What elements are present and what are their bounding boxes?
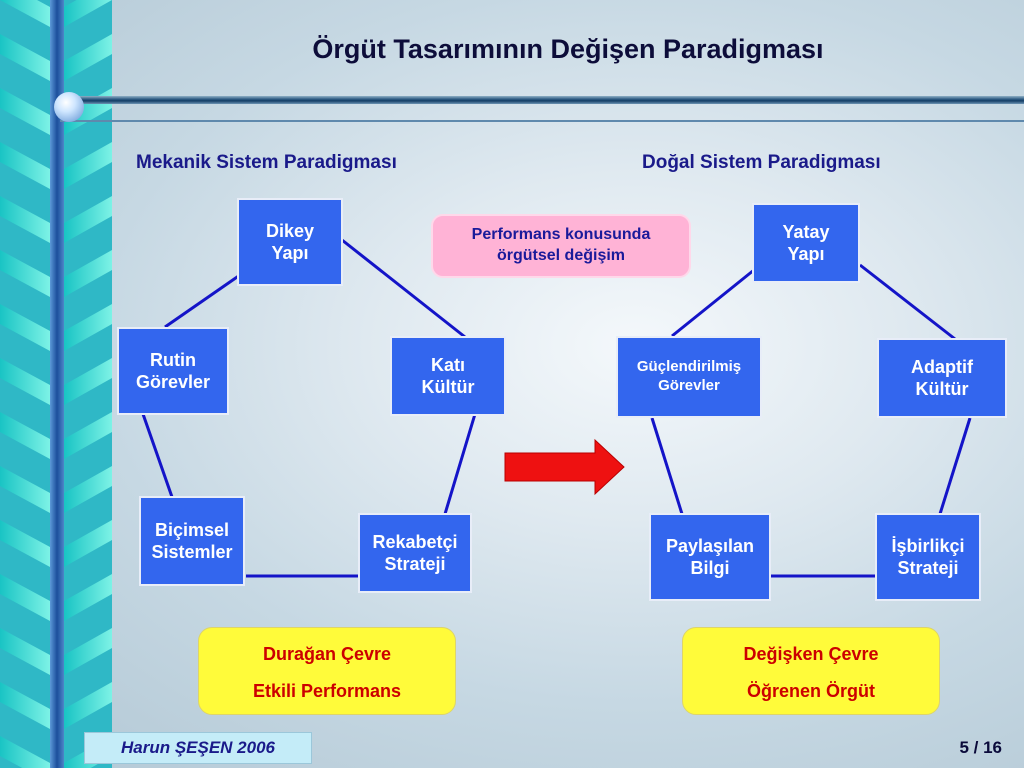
page-number: 5 / 16 <box>959 738 1002 757</box>
box-kati-kultur: Katı Kültür <box>390 336 506 416</box>
title-divider <box>60 96 1024 104</box>
box-paylasilan-bilgi: Paylaşılan Bilgi <box>649 513 771 601</box>
oval-line: Etkili Performans <box>252 681 402 701</box>
strip-chevron <box>64 34 112 81</box>
strip-chevron <box>64 250 112 297</box>
strip-chevron <box>64 466 112 513</box>
box-line: Yapı <box>271 243 309 263</box>
box-rekabetci-strateji: Rekabetçi Strateji <box>358 513 472 593</box>
box-line: Paylaşılan <box>665 535 755 556</box>
box-bicimsel-sistemler: Biçimsel Sistemler <box>139 496 245 586</box>
box-line: Adaptif <box>911 356 973 377</box>
strip-chevron <box>0 304 50 351</box>
strip-chevron <box>64 0 112 27</box>
connector-line <box>164 273 241 329</box>
strip-chevron <box>0 88 50 135</box>
strip-chevron <box>0 466 50 513</box>
strip-chevron <box>0 142 50 189</box>
box-line: Güçlendirilmiş <box>636 358 742 376</box>
box-line: Strateji <box>384 554 446 574</box>
connector-line <box>141 413 174 498</box>
strip-chevron <box>64 574 112 621</box>
strip-chevron <box>0 574 50 621</box>
strip-chevron <box>64 682 112 729</box>
box-line: Yatay <box>782 221 830 242</box>
box-line: Görevler <box>658 377 720 394</box>
box-line: Kültür <box>421 377 475 397</box>
box-isbirlikci-strateji: İşbirlikçi Strateji <box>875 513 981 601</box>
oval-line: Durağan Çevre <box>262 644 392 664</box>
connector-line <box>341 238 466 339</box>
oval-line: Değişken Çevre <box>743 644 879 664</box>
strip-chevron <box>64 142 112 189</box>
strip-chevron <box>64 304 112 351</box>
decorative-left-strip <box>0 0 112 768</box>
environment-changing: Değişken Çevre Öğrenen Örgüt <box>682 627 940 715</box>
right-heading: Doğal Sistem Paradigması <box>642 152 881 173</box>
box-line: Görevler <box>135 372 211 392</box>
oval-line: Öğrenen Örgüt <box>746 681 875 701</box>
performance-note: Performans konusunda örgütsel değişim <box>431 214 691 278</box>
box-line: Sistemler <box>151 542 233 562</box>
strip-chevron <box>0 736 50 768</box>
box-line: Rutin <box>150 349 196 370</box>
connector-line <box>650 417 684 515</box>
environment-static: Durağan Çevre Etkili Performans <box>198 627 456 715</box>
left-heading: Mekanik Sistem Paradigması <box>136 152 397 173</box>
box-line: Rekabetçi <box>372 531 458 552</box>
strip-chevron <box>0 520 50 567</box>
title-divider-thin <box>60 120 1024 122</box>
box-line: Biçimsel <box>154 519 230 540</box>
strip-chevron <box>0 250 50 297</box>
strip-chevron <box>0 628 50 675</box>
box-guclendirilmis-gorevler: Güçlendirilmiş Görevler <box>616 336 762 418</box>
box-line: Yapı <box>787 244 825 264</box>
box-dikey-yapi: Dikey Yapı <box>237 198 343 286</box>
footer-author: Harun ŞEŞEN 2006 <box>84 732 312 764</box>
note-line: Performans konusunda <box>471 226 651 244</box>
strip-chevron <box>0 412 50 459</box>
page-title: Örgüt Tasarımının Değişen Paradigması <box>312 34 824 64</box>
box-line: İşbirlikçi <box>891 535 965 556</box>
connector-line <box>443 413 477 515</box>
strip-chevron <box>0 34 50 81</box>
orb-ornament <box>54 92 84 122</box>
box-adaptif-kultur: Adaptif Kültür <box>877 338 1007 418</box>
strip-chevron <box>0 358 50 405</box>
connector-line <box>859 263 956 341</box>
strip-chevron <box>0 0 50 27</box>
strip-chevron <box>64 358 112 405</box>
strip-chevron <box>64 520 112 567</box>
strip-chevron <box>0 682 50 729</box>
connector-line <box>671 268 755 338</box>
box-line: Kültür <box>915 379 969 399</box>
strip-chevron <box>64 412 112 459</box>
note-line: örgütsel değişim <box>496 247 626 264</box>
strip-chevron <box>64 196 112 243</box>
box-line: Katı <box>430 354 465 375</box>
box-line: Strateji <box>897 558 959 578</box>
box-yatay-yapi: Yatay Yapı <box>752 203 860 283</box>
box-line: Bilgi <box>690 558 730 578</box>
strip-chevron <box>0 196 50 243</box>
connector-line <box>938 417 972 515</box>
box-rutin-gorevler: Rutin Görevler <box>117 327 229 415</box>
box-line: Dikey <box>265 220 315 241</box>
right-arrow <box>504 438 625 496</box>
strip-chevron <box>64 628 112 675</box>
